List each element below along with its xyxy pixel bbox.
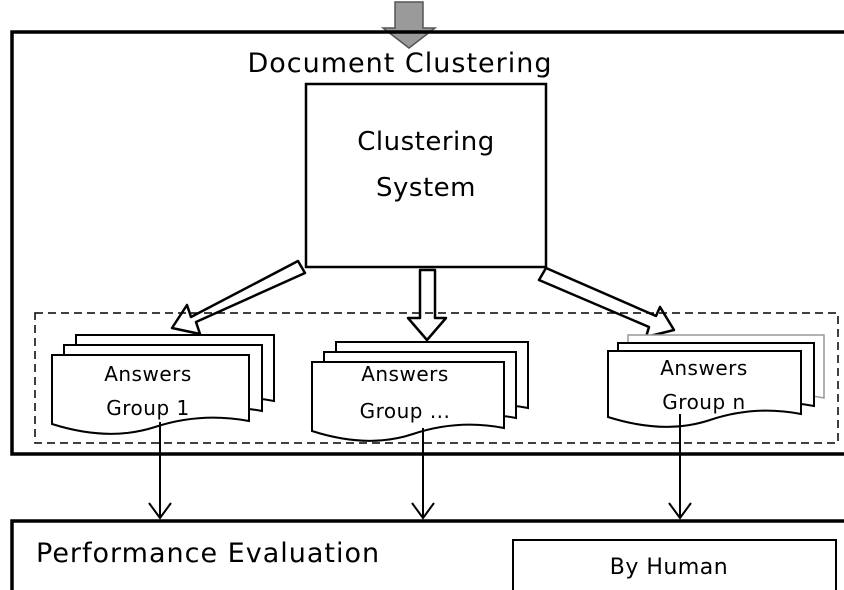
eval-arrow-middle (411, 428, 435, 520)
group-1-label-line2: Group 1 (106, 396, 189, 420)
document-clustering-title: Document Clustering (247, 48, 552, 79)
group-1-label-line1: Answers (104, 362, 192, 386)
group-n-label-line1: Answers (660, 356, 748, 380)
document-clustering-container (10, 30, 844, 456)
clustering-system-label-line2: System (376, 173, 476, 203)
clustering-system-box (304, 82, 548, 269)
eval-arrow-n (668, 414, 692, 520)
answers-group-n: Answers Group n (607, 334, 825, 428)
group-middle-front-page (311, 361, 505, 442)
group-middle-label-line1: Answers (361, 362, 449, 386)
answers-groups-region (34, 312, 839, 444)
input-arrow (380, 1, 438, 49)
performance-evaluation-container (10, 519, 844, 590)
clustering-system-label-line1: Clustering (357, 127, 495, 157)
answers-group-1: Answers Group 1 (51, 334, 275, 435)
eval-arrow-1 (148, 422, 172, 520)
performance-evaluation-title: Performance Evaluation (36, 538, 380, 569)
group-n-label-line2: Group n (662, 390, 745, 414)
group-1-front-page (51, 354, 250, 435)
by-human-label: By Human (610, 555, 728, 580)
answers-group-middle: Answers Group ... (311, 341, 529, 442)
split-arrow-left (170, 259, 307, 336)
by-human-box (512, 539, 837, 590)
group-n-front-page (607, 350, 802, 428)
split-arrow-center (406, 268, 448, 342)
split-arrow-right (537, 266, 676, 339)
group-middle-label-line2: Group ... (360, 399, 451, 423)
